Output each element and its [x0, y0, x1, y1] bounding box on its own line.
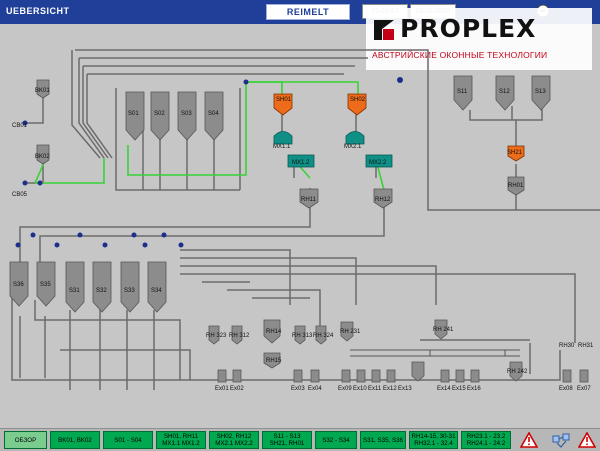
label-bk02: BK02 — [35, 154, 50, 160]
label-s13: S13 — [535, 89, 546, 95]
warning-icon[interactable] — [520, 432, 538, 448]
label-rh11: RH11 — [301, 197, 317, 203]
page-title: UEBERSICHT — [6, 6, 70, 16]
label-ex03: Ex03 — [291, 386, 305, 392]
label-ex15: Ex15 — [452, 386, 466, 392]
label-ex09: Ex09 — [338, 386, 352, 392]
navigation-bar: ОБЗОР BK01, BK02 S01 - S04 SH01, RH11 MX… — [0, 428, 600, 451]
label-ex04: Ex04 — [308, 386, 322, 392]
label-rh242: RH 242 — [507, 369, 528, 375]
nav-s31-s35-s36-label: S31, S35, S36 — [363, 436, 403, 444]
nav-rh23-rh24[interactable]: RH23.1 - 23.2 RH24.1 - 24.2 — [461, 431, 511, 449]
label-sh02: SH02 — [350, 97, 366, 103]
nav-s11-s13-label: S11 - S13 SH21, RH01 — [269, 433, 305, 447]
label-s33: S33 — [124, 288, 135, 294]
label-s32: S32 — [96, 288, 107, 294]
label-s36: S36 — [13, 282, 24, 288]
watermark-wordmark: PROPLEX — [400, 14, 537, 43]
nav-sh01-rh11[interactable]: SH01, RH11 MX1.1 MX1.2 — [156, 431, 206, 449]
label-rh14: RH14 — [266, 329, 282, 335]
label-ex10: Ex10 — [353, 386, 367, 392]
label-s12: S12 — [499, 89, 510, 95]
label-mx11: MX1.1 — [273, 144, 291, 150]
label-sh01: SH01 — [276, 97, 292, 103]
label-s04: S04 — [208, 111, 219, 117]
label-ex16: Ex16 — [467, 386, 481, 392]
label-s31: S31 — [69, 288, 80, 294]
nav-s31-s35-s36[interactable]: S31, S35, S36 — [360, 431, 406, 449]
label-rh31: RH31 — [578, 343, 594, 349]
plant-overview-diagram: BK01 BK02 CB01 CB05 S01 S02 S03 S04 SH01… — [9, 49, 600, 392]
nav-sh02-rh12[interactable]: SH02, RH12 MX2.1 MX2.2 — [209, 431, 259, 449]
label-ex12: Ex12 — [383, 386, 397, 392]
label-rh324: RH 324 — [313, 333, 334, 339]
watermark-subtitle: АВСТРИЙСКИЕ ОКОННЫЕ ТЕХНОЛОГИИ — [372, 50, 548, 60]
label-cb05: CB05 — [12, 192, 28, 198]
nav-s11-s13[interactable]: S11 - S13 SH21, RH01 — [262, 431, 312, 449]
nav-s32-s34-label: S32 - S34 — [322, 436, 350, 444]
nav-rh14-rh15[interactable]: RH14-15, 30-31 RH32.1 - 32.4 — [409, 431, 458, 449]
nav-rh23-rh24-label: RH23.1 - 23.2 RH24.1 - 24.2 — [466, 433, 506, 447]
nav-rh14-rh15-label: RH14-15, 30-31 RH32.1 - 32.4 — [411, 433, 456, 447]
label-ex07: Ex07 — [577, 386, 591, 392]
nav-s01-s04-label: S01 - S04 — [114, 436, 142, 444]
label-s03: S03 — [181, 111, 192, 117]
label-rh312: RH 312 — [229, 333, 250, 339]
label-rh241: RH 241 — [433, 327, 454, 333]
label-rh313: RH 313 — [292, 333, 313, 339]
label-s11: S11 — [457, 89, 468, 95]
label-ex13: Ex13 — [398, 386, 412, 392]
label-rh12: RH12 — [375, 197, 391, 203]
network-icon[interactable] — [551, 432, 571, 448]
label-rh30: RH30 — [559, 343, 575, 349]
label-sh21: SH21 — [507, 150, 523, 156]
label-s35: S35 — [40, 282, 51, 288]
nav-overview[interactable]: ОБЗОР — [4, 431, 47, 449]
label-mx22: MX2.2 — [369, 160, 387, 166]
label-mx21: MX2.1 — [344, 144, 362, 150]
nav-overview-label: ОБЗОР — [14, 436, 37, 444]
nav-sh01-rh11-label: SH01, RH11 MX1.1 MX1.2 — [162, 433, 200, 447]
nav-bk01-bk02[interactable]: BK01, BK02 — [50, 431, 100, 449]
watermark: PROPLEX АВСТРИЙСКИЕ ОКОННЫЕ ТЕХНОЛОГИИ — [366, 8, 592, 70]
label-ex14: Ex14 — [437, 386, 451, 392]
alarm-icon[interactable] — [578, 432, 596, 448]
label-rh231: RH 231 — [340, 329, 361, 335]
label-s34: S34 — [151, 288, 162, 294]
label-ex11: Ex11 — [368, 386, 382, 392]
proplex-logo-mark-red — [383, 29, 394, 40]
brand-logo: REIMELT — [266, 4, 350, 20]
nav-sh02-rh12-label: SH02, RH12 MX2.1 MX2.2 — [215, 433, 253, 447]
label-ex01: Ex01 — [215, 386, 229, 392]
nav-bk01-bk02-label: BK01, BK02 — [58, 436, 92, 444]
label-ex08: Ex08 — [559, 386, 573, 392]
label-cb01: CB01 — [12, 123, 28, 129]
label-rh15: RH15 — [266, 358, 282, 364]
label-rh323: RH 323 — [206, 333, 227, 339]
label-ex02: Ex02 — [230, 386, 244, 392]
label-s02: S02 — [154, 111, 165, 117]
label-s01: S01 — [128, 111, 139, 117]
nav-s01-s04[interactable]: S01 - S04 — [103, 431, 153, 449]
label-mx12: MX1.2 — [292, 160, 310, 166]
label-rh01: RH01 — [508, 183, 524, 189]
nav-s32-s34[interactable]: S32 - S34 — [315, 431, 357, 449]
label-bk01: BK01 — [35, 88, 50, 94]
